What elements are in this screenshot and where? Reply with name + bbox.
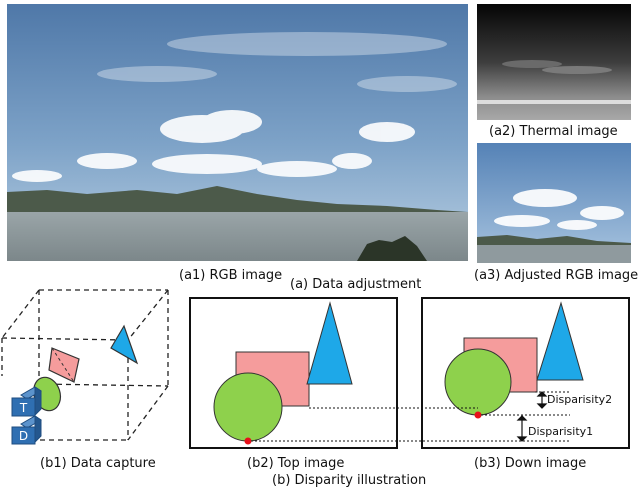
blue-triangle-shape xyxy=(111,326,137,363)
thermal-image xyxy=(477,4,631,120)
adjusted-rgb-image-caption: (a3) Adjusted RGB image xyxy=(474,268,638,284)
top-red-marker xyxy=(245,438,252,445)
top-image-caption: (b2) Top image xyxy=(247,456,344,472)
down-green-circle xyxy=(445,349,511,415)
disparity-diagram: Disparisity2 Disparisity1 xyxy=(180,296,640,454)
down-image-caption: (b3) Down image xyxy=(474,456,586,472)
down-blue-triangle xyxy=(537,303,583,380)
adjusted-rgb-image-panel xyxy=(477,143,631,263)
rgb-camera-d: D xyxy=(12,416,41,444)
disparity1-label: Disparisity1 xyxy=(528,425,593,438)
rgb-image-caption: (a1) RGB image xyxy=(179,268,282,284)
data-capture-caption: (b1) Data capture xyxy=(40,456,156,472)
top-green-circle xyxy=(214,373,282,441)
camera-d-label: D xyxy=(19,429,28,443)
capture-volume-box xyxy=(2,290,168,440)
data-capture-diagram: T D xyxy=(0,288,180,454)
disparity-illustration-caption: (b) Disparity illustration xyxy=(272,473,426,489)
data-adjustment-caption: (a) Data adjustment xyxy=(290,277,421,293)
thermal-image-caption: (a2) Thermal image xyxy=(489,124,618,140)
rgb-image xyxy=(7,4,468,261)
top-blue-triangle xyxy=(307,303,352,384)
camera-t-label: T xyxy=(19,401,28,415)
thermal-camera-t: T xyxy=(12,387,41,416)
adjusted-rgb-image xyxy=(477,143,631,263)
pink-rectangle-shape xyxy=(49,348,79,382)
rgb-image-panel xyxy=(7,4,468,261)
down-red-marker xyxy=(475,412,482,419)
disparity2-label: Disparisity2 xyxy=(547,393,612,406)
thermal-image-panel xyxy=(477,4,631,120)
